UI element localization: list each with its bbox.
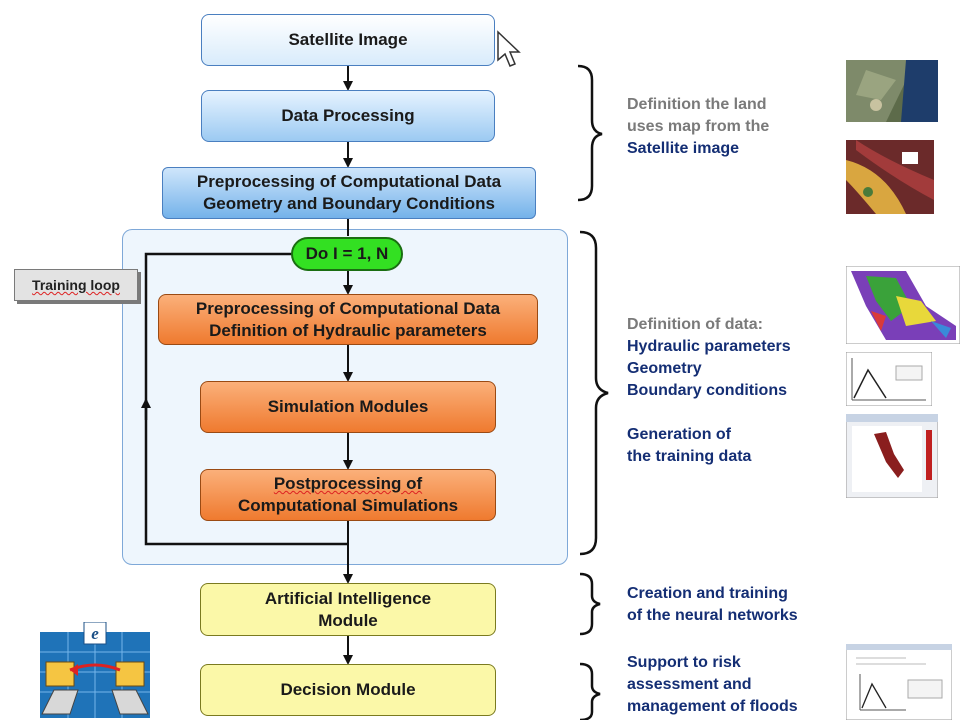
training-loop-label: Training loop	[14, 269, 138, 301]
note-data-line1: Definition of data:	[627, 316, 763, 333]
decision-module-box: Decision Module	[200, 664, 496, 716]
do-loop-label: Do I = 1, N	[305, 244, 389, 263]
data-processing-box: Data Processing	[201, 90, 495, 142]
brace-neural	[579, 572, 601, 636]
decision-module-label: Decision Module	[280, 680, 416, 699]
preprocessing-geometry-box: Preprocessing of Computational Data Geom…	[162, 167, 536, 219]
note-risk-line2: assessment and	[627, 676, 752, 693]
note-neural-line1: Creation and training	[627, 585, 788, 602]
simulation-modules-label: Simulation Modules	[267, 397, 429, 416]
internet-network-icon: e	[40, 622, 150, 718]
preprocessing-hydraulic-line1: Preprocessing of Computational Data	[195, 298, 501, 318]
satellite-photo-thumbnail	[846, 60, 938, 122]
hydraulic-parameters-map-thumbnail	[846, 266, 960, 344]
note-risk-line1: Support to risk	[627, 654, 741, 671]
ai-module-line1: Artificial Intelligence	[264, 588, 432, 608]
note-data-definition: Definition of data: Hydraulic parameters…	[627, 314, 842, 402]
preprocessing-geometry-line2: Geometry and Boundary Conditions	[203, 194, 495, 213]
simulation-modules-box: Simulation Modules	[200, 381, 496, 433]
note-land-use: Definition the land uses map from the Sa…	[627, 94, 837, 160]
preprocessing-geometry-line1: Preprocessing of Computational Data	[196, 172, 502, 191]
note-data-line2: Hydraulic parameters	[627, 338, 791, 355]
preprocessing-hydraulic-box: Preprocessing of Computational Data Defi…	[158, 294, 538, 345]
note-risk-line3: management of floods	[627, 698, 798, 715]
satellite-image-box: Satellite Image	[201, 14, 495, 66]
note-data-line3: Geometry	[627, 360, 702, 377]
satellite-image-label: Satellite Image	[288, 30, 408, 49]
postprocessing-line1: Postprocessing of	[273, 474, 423, 493]
note-risk-assessment: Support to risk assessment and managemen…	[627, 652, 847, 718]
note-neural-networks: Creation and training of the neural netw…	[627, 583, 857, 627]
boundary-conditions-chart-thumbnail	[846, 352, 932, 406]
risk-report-thumbnail	[846, 644, 952, 720]
note-land-line2: uses map from the	[627, 118, 770, 135]
preprocessing-hydraulic-line2: Definition of Hydraulic parameters	[209, 320, 487, 340]
note-land-line3: Satellite image	[627, 140, 740, 157]
do-loop-box: Do I = 1, N	[291, 237, 403, 271]
note-data-line4: Boundary conditions	[627, 382, 787, 399]
note-generation-line2: the training data	[627, 448, 752, 465]
note-neural-line2: of the neural networks	[627, 607, 798, 624]
note-generation-line1: Generation of	[627, 426, 732, 443]
training-data-plot-thumbnail	[846, 414, 938, 498]
ai-module-line2: Module	[318, 610, 378, 630]
note-land-line1: Definition the land	[627, 96, 767, 113]
note-training-data: Generation of the training data	[627, 424, 827, 468]
mouse-cursor-icon	[497, 30, 521, 67]
brace-land	[577, 64, 603, 202]
brace-training	[579, 230, 609, 556]
svg-text:e: e	[91, 624, 99, 643]
brace-risk	[579, 662, 601, 720]
postprocessing-box: Postprocessing of Computational Simulati…	[200, 469, 496, 521]
postprocessing-line2: Computational Simulations	[237, 496, 459, 515]
training-loop-text: Training loop	[32, 277, 120, 293]
data-processing-label: Data Processing	[281, 106, 415, 125]
land-use-map-thumbnail	[846, 140, 934, 214]
ai-module-box: Artificial Intelligence Module	[200, 583, 496, 636]
